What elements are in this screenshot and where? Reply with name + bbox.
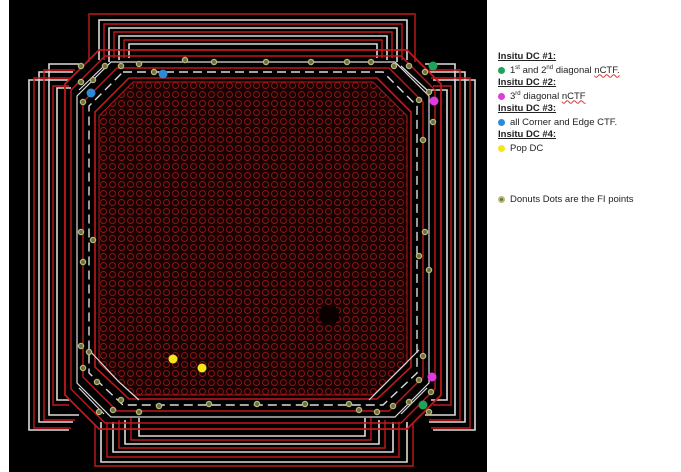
fi-point-donut	[419, 136, 427, 144]
fi-point-donut	[135, 408, 143, 416]
blue-dot-icon	[498, 118, 505, 126]
chip-layout-svg	[28, 13, 476, 467]
dark-spot	[319, 305, 339, 325]
magenta-dot-icon	[498, 92, 505, 100]
fi-point-donut	[205, 400, 213, 408]
fi-point-donut	[210, 58, 218, 66]
corner-connectors	[78, 65, 428, 415]
fi-point-donut	[355, 406, 363, 414]
legend-note-row: Donuts Dots are the FI points	[498, 193, 681, 207]
fi-point-donut	[150, 68, 158, 76]
fi-point-donut	[389, 402, 397, 410]
fi-point-donut	[301, 400, 309, 408]
dc4-marker-yellow	[168, 354, 178, 364]
legend-dc2-text: 3rd diagonal nCTF	[510, 90, 586, 102]
fi-point-donut	[405, 62, 413, 70]
fi-point-donut	[95, 408, 103, 416]
legend-dc2-row: 3rd diagonal nCTF	[498, 90, 681, 104]
fi-point-donut	[390, 62, 398, 70]
legend-dc1-text: 1st and 2nd diagonal nCTF.	[510, 64, 620, 76]
fi-point-donuts	[77, 56, 437, 416]
legend-dc4-text: Pop DC	[510, 142, 544, 154]
fi-point-donut	[77, 62, 85, 70]
fi-point-donut	[77, 342, 85, 350]
fi-point-donut	[79, 98, 87, 106]
fi-point-donut	[419, 352, 427, 360]
yellow-dot-icon	[498, 144, 505, 152]
fi-point-donut	[101, 62, 109, 70]
legend-dc4-title: Insitu DC #4:	[498, 129, 557, 140]
fi-point-donut	[425, 266, 433, 274]
legend-dc1-title: Insitu DC #1:	[498, 51, 557, 62]
legend-note-text: Donuts Dots are the FI points	[510, 194, 634, 205]
fi-point-donut	[79, 364, 87, 372]
dc3-marker-blue	[158, 69, 168, 79]
fi-point-donut	[89, 76, 97, 84]
fi-point-donut	[109, 406, 117, 414]
fi-point-donut	[262, 58, 270, 66]
fi-point-donut	[415, 252, 423, 260]
fi-point-donut	[405, 398, 413, 406]
fi-point-donut	[77, 228, 85, 236]
fi-point-donut	[343, 58, 351, 66]
fi-point-donut	[429, 118, 437, 126]
fi-point-donut	[77, 78, 85, 86]
fi-point-donut	[181, 56, 189, 64]
fi-point-donut	[93, 378, 101, 386]
octagon-rings	[64, 49, 442, 430]
legend-dc2-title: Insitu DC #2:	[498, 77, 557, 88]
fi-point-donut	[253, 400, 261, 408]
fi-point-donut	[421, 228, 429, 236]
dc3-marker-blue	[86, 88, 96, 98]
fi-point-donut	[425, 408, 433, 416]
dc1-marker-green	[428, 61, 438, 71]
legend: Insitu DC #1: 1st and 2nd diagonal nCTF.…	[498, 51, 681, 207]
legend-dc1-row: 1st and 2nd diagonal nCTF.	[498, 64, 681, 78]
fi-point-donut	[307, 58, 315, 66]
fi-point-donut	[415, 376, 423, 384]
legend-dc4-row: Pop DC	[498, 142, 681, 156]
outer-white-traces	[28, 19, 476, 463]
green-dot-icon	[498, 66, 505, 74]
fi-point-donut	[85, 348, 93, 356]
chip-layout-view	[9, 0, 487, 472]
donut-dot-icon	[498, 196, 505, 204]
core-grid	[98, 81, 408, 396]
legend-dc3-title: Insitu DC #3:	[498, 103, 557, 114]
dc2-marker-magenta	[427, 372, 437, 382]
fi-point-donut	[427, 388, 435, 396]
dc1-marker-green	[418, 400, 428, 410]
dc2-marker-magenta	[429, 96, 439, 106]
fi-point-donut	[345, 400, 353, 408]
fi-point-donut	[117, 396, 125, 404]
fi-point-donut	[373, 408, 381, 416]
dc4-marker-yellow	[197, 363, 207, 373]
fi-point-donut	[415, 96, 423, 104]
fi-point-donut	[117, 62, 125, 70]
legend-dc3-row: all Corner and Edge CTF.	[498, 116, 681, 130]
fi-point-donut	[79, 258, 87, 266]
fi-point-donut	[135, 60, 143, 68]
fi-point-donut	[155, 402, 163, 410]
fi-point-donut	[421, 68, 429, 76]
fi-point-donut	[425, 88, 433, 96]
fi-point-donut	[89, 236, 97, 244]
fi-point-donut	[367, 58, 375, 66]
legend-dc3-text: all Corner and Edge CTF.	[510, 116, 618, 128]
outer-red-traces	[33, 13, 471, 467]
